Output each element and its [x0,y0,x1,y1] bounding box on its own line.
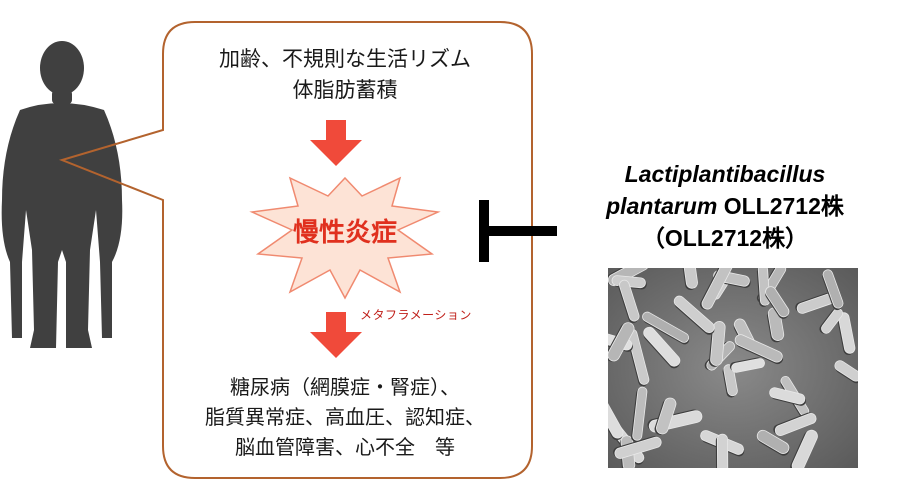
bacteria-micrograph [608,268,858,468]
cause-text: 加齢、不規則な生活リズム 体脂肪蓄積 [180,44,510,106]
strain-suffix: OLL2712株 [717,193,844,219]
strain-short-name: （OLL2712株） [641,225,809,251]
metaflammation-label: メタフラメーション [360,308,472,322]
down-arrow-1-icon [310,120,362,166]
cause-line-1: 加齢、不規則な生活リズム [219,47,471,71]
down-arrow-2-icon [310,312,362,358]
chronic-inflammation-label: 慢性炎症 [292,218,397,248]
outcome-text: 糖尿病（網膜症・腎症）、 脂質異常症、高血圧、認知症、 脳血管障害、心不全 等 [160,372,530,462]
inhibition-bar-icon [479,200,557,262]
outcome-line-2: 脂質異常症、高血圧、認知症、 [205,405,485,429]
outcome-line-3: 脳血管障害、心不全 等 [235,435,455,459]
cause-line-2: 体脂肪蓄積 [292,78,398,102]
inflammation-burst [249,176,441,300]
strain-name: Lactiplantibacillus plantarum OLL2712株 （… [555,158,895,254]
strain-species: plantarum [606,193,718,219]
speech-bubble [58,21,533,479]
strain-genus: Lactiplantibacillus [624,161,826,187]
person-silhouette-icon [1,41,123,348]
outcome-line-1: 糖尿病（網膜症・腎症）、 [230,375,460,399]
